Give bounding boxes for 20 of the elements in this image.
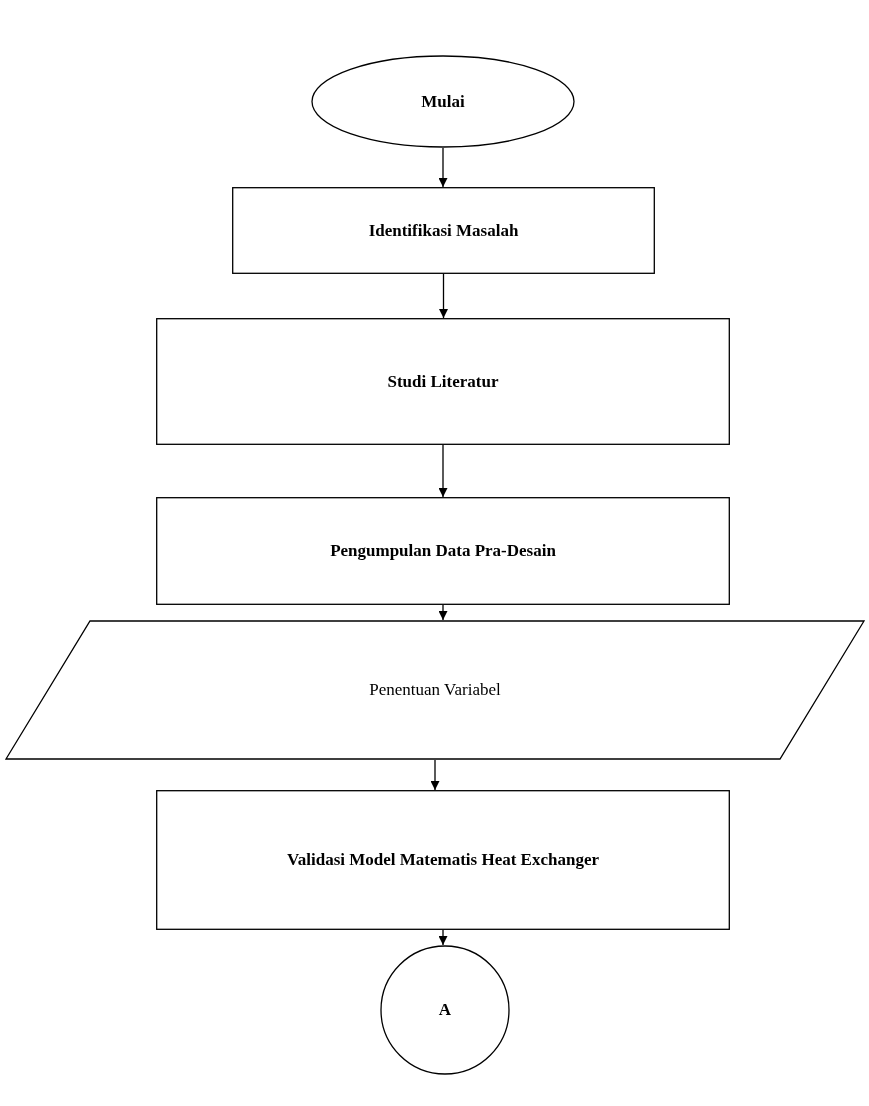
- process-box: [156, 790, 730, 930]
- process-box: [156, 497, 730, 605]
- process-box: [156, 318, 730, 445]
- node-label: Pengumpulan Data Pra-Desain: [330, 540, 556, 563]
- arrow: [439, 273, 448, 319]
- connector-circle: [380, 945, 510, 1075]
- arrow: [438, 444, 448, 498]
- node-label: Penentuan Variabel: [369, 679, 501, 702]
- arrow: [438, 604, 448, 621]
- arrow: [438, 147, 448, 188]
- process-box: [232, 187, 655, 274]
- node-label: Validasi Model Matematis Heat Exchanger: [287, 849, 599, 872]
- node-label: Mulai: [421, 90, 465, 113]
- arrow: [438, 929, 448, 946]
- node-label: Identifikasi Masalah: [368, 219, 519, 242]
- start-ellipse: [311, 55, 575, 148]
- node-label: A: [438, 999, 452, 1022]
- input-parallelogram: [5, 620, 865, 760]
- node-label: Studi Literatur: [387, 370, 499, 393]
- arrow: [430, 759, 440, 791]
